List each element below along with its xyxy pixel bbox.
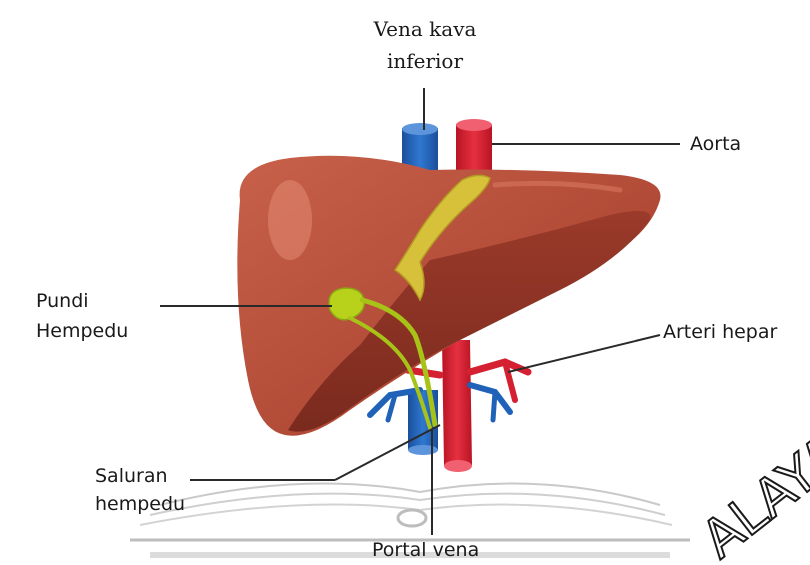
label-saluran-line2: hempedu [95, 490, 185, 518]
label-pundi-line1: Pundi [36, 287, 89, 315]
label-pundi-line2: Hempedu [36, 317, 128, 345]
label-vena-kava-line1: Vena kava [350, 14, 500, 44]
arteri-hepar-vessel [442, 340, 472, 472]
label-saluran-line1: Saluran [95, 462, 168, 490]
label-aorta: Aorta [690, 130, 741, 158]
watermark-text: ALAYA [691, 424, 810, 565]
label-portal-vena: Portal vena [372, 536, 479, 564]
label-arteri-hepar: Arteri hepar [663, 318, 777, 346]
label-vena-kava-line2: inferior [350, 46, 500, 76]
